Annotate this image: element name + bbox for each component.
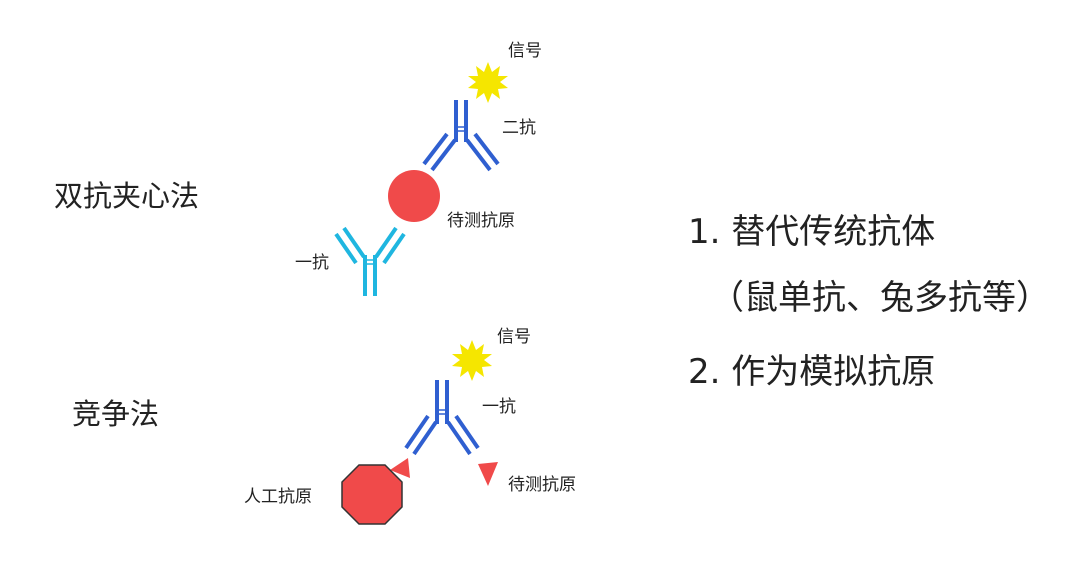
competitive-method-title: 竞争法 (72, 397, 159, 431)
competitive-target-antigen-label: 待测抗原 (508, 475, 576, 495)
competitive-signal-label: 信号 (497, 327, 531, 347)
uses-list: 1. 替代传统抗体 （鼠单抗、兔多抗等） 2. 作为模拟抗原 (688, 210, 1073, 394)
signal-star-icon (468, 62, 508, 103)
primary-antibody-sandwich (334, 226, 406, 296)
sandwich-target-antigen-label: 待测抗原 (447, 211, 515, 231)
artificial-antigen-octagon (341, 464, 403, 525)
use-item-1-detail: （鼠单抗、兔多抗等） (710, 278, 1050, 318)
bound-antigen-triangle (390, 458, 410, 478)
target-antigen-circle (388, 170, 440, 222)
sandwich-primary-antibody-label: 一抗 (295, 253, 329, 273)
secondary-antibody (422, 100, 500, 172)
artificial-antigen-label: 人工抗原 (244, 487, 312, 507)
sandwich-signal-label: 信号 (508, 41, 542, 61)
target-antigen-triangle (478, 462, 498, 486)
sandwich-method-title: 双抗夹心法 (54, 179, 199, 213)
use-item-1: 1. 替代传统抗体 (688, 212, 936, 252)
use-item-2: 2. 作为模拟抗原 (688, 352, 936, 392)
secondary-antibody-label: 二抗 (502, 118, 536, 138)
competitive-primary-antibody-label: 一抗 (482, 397, 516, 417)
primary-antibody-competitive (404, 380, 480, 456)
competitive-signal-star-icon (452, 340, 492, 381)
